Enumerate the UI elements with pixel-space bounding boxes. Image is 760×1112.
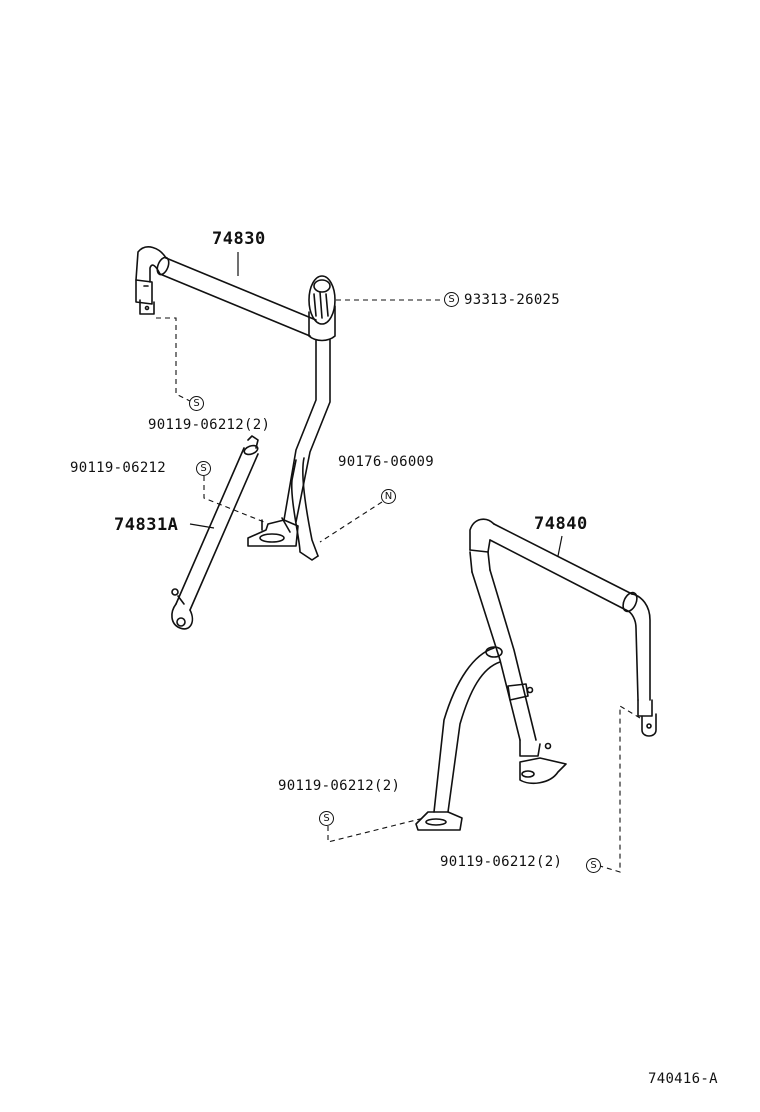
screw-symbol-icon: S bbox=[444, 292, 459, 307]
bar-74830-drawing bbox=[135, 246, 336, 561]
leader-90119-top bbox=[156, 317, 193, 403]
leader-90119-single bbox=[203, 476, 265, 523]
fastener-label-90119-top: 90119-06212(2) bbox=[148, 417, 271, 433]
screw-symbol-icon: S bbox=[196, 461, 211, 476]
leader-74831a bbox=[189, 523, 215, 529]
fastener-label-90119-bottom-left: 90119-06212(2) bbox=[278, 778, 401, 794]
part-label-74830: 74830 bbox=[212, 229, 266, 249]
screw-symbol-icon: S bbox=[586, 858, 601, 873]
leader-90176 bbox=[319, 501, 383, 543]
leader-90119-bottom-right bbox=[599, 705, 641, 873]
dashed-leaders bbox=[156, 299, 641, 873]
leader-lines bbox=[189, 252, 563, 557]
stay-74831a-drawing bbox=[171, 435, 259, 630]
diagram-code: 740416-A bbox=[648, 1071, 718, 1087]
part-label-74831a: 74831A bbox=[114, 515, 179, 535]
bar-74840-drawing bbox=[415, 518, 657, 831]
nut-symbol-icon: N bbox=[381, 489, 396, 504]
fastener-label-93313: 93313-26025 bbox=[464, 292, 561, 308]
fastener-label-90176: 90176-06009 bbox=[338, 454, 435, 470]
fastener-label-90119-bottom-right: 90119-06212(2) bbox=[440, 854, 563, 870]
leader-90119-bottom-left bbox=[327, 817, 425, 843]
screw-symbol-icon: S bbox=[319, 811, 334, 826]
leader-74840 bbox=[557, 535, 563, 557]
screw-symbol-icon: S bbox=[189, 396, 204, 411]
fastener-label-90119-single: 90119-06212 bbox=[70, 460, 167, 476]
part-label-74840: 74840 bbox=[534, 514, 588, 534]
